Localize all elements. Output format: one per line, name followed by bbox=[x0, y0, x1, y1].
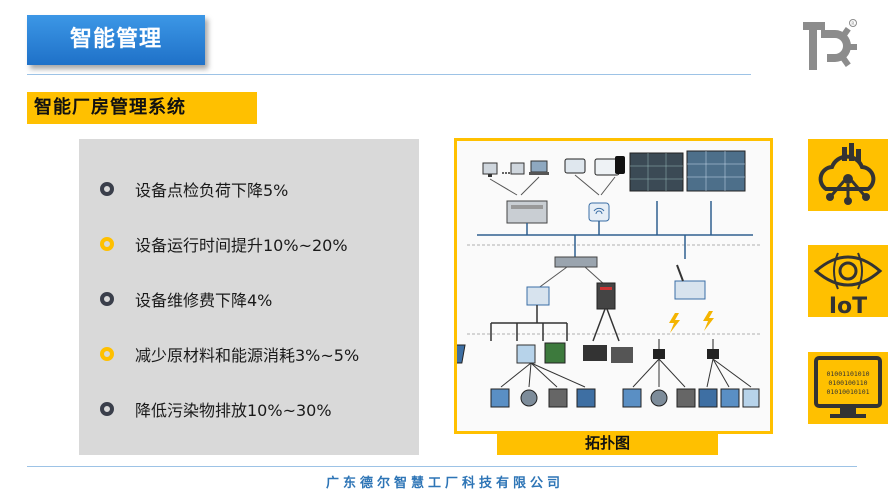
phone-icon bbox=[615, 156, 625, 174]
benefit-item: 降低污染物排放10%~30% bbox=[100, 397, 332, 421]
wireless-gateway-icon bbox=[674, 264, 706, 300]
benefit-item: 减少原材料和能源消耗3%~5% bbox=[100, 342, 359, 366]
iot-label: IoT bbox=[829, 294, 867, 317]
bullet-dot-icon bbox=[100, 347, 114, 361]
benefit-item: 设备运行时间提升10%~20% bbox=[100, 232, 348, 256]
topology-caption: 拓扑图 bbox=[497, 431, 718, 455]
iot-tile: IoT bbox=[808, 245, 888, 319]
bullet-dot-icon bbox=[100, 237, 114, 251]
benefit-item: 设备点检负荷下降5% bbox=[100, 177, 288, 201]
cloud-network-icon bbox=[818, 143, 876, 205]
header-divider bbox=[27, 74, 751, 75]
antenna-node-icon bbox=[653, 339, 719, 359]
network-switch-icon bbox=[554, 256, 598, 268]
wifi-ap-icon bbox=[588, 202, 610, 222]
server-icon bbox=[506, 200, 548, 224]
iot-eye-icon: IoT bbox=[813, 252, 883, 319]
lightning-icon bbox=[703, 311, 714, 331]
controller-icon bbox=[596, 282, 616, 310]
company-logo-icon: R bbox=[803, 19, 857, 70]
lightning-icon bbox=[669, 313, 680, 333]
monitor-icon bbox=[482, 162, 525, 177]
plc-icon bbox=[611, 347, 633, 363]
bullet-dot-icon bbox=[100, 402, 114, 416]
company-name: 广东德尔智慧工厂科技有限公司 bbox=[325, 476, 564, 491]
gateway-icon bbox=[526, 286, 550, 306]
data-monitor-tile: 01001101010 0100100110 01010010101 bbox=[808, 352, 888, 424]
benefit-item: 设备维修费下降4% bbox=[100, 287, 272, 311]
tablet-icon bbox=[564, 158, 586, 174]
binary-monitor-icon: 01001101010 0100100110 01010010101 bbox=[814, 356, 882, 418]
svg-text:R: R bbox=[851, 21, 854, 27]
sensor-icon bbox=[490, 388, 760, 408]
benefit-text: 设备运行时间提升10%~20% bbox=[135, 236, 348, 255]
section-subtitle: 智能厂房管理系统 bbox=[27, 92, 257, 124]
benefit-text: 设备点检负荷下降5% bbox=[135, 181, 289, 200]
topology-diagram bbox=[457, 150, 760, 408]
page-title: 智能管理 bbox=[27, 15, 205, 65]
cloud-network-tile bbox=[808, 139, 888, 211]
bullet-dot-icon bbox=[100, 292, 114, 306]
plc-icon bbox=[583, 345, 607, 361]
benefit-text: 降低污染物排放10%~30% bbox=[135, 401, 332, 420]
benefit-text: 减少原材料和能源消耗3%~5% bbox=[135, 346, 360, 365]
laptop-icon bbox=[530, 160, 548, 173]
binary-line: 0100100110 bbox=[828, 379, 867, 387]
video-wall-icon bbox=[629, 152, 684, 192]
io-module-icon bbox=[457, 342, 566, 364]
benefit-text: 设备维修费下降4% bbox=[135, 291, 273, 310]
footer-divider bbox=[27, 466, 857, 467]
bullet-dot-icon bbox=[100, 182, 114, 196]
binary-line: 01010010101 bbox=[826, 388, 869, 396]
video-wall-icon bbox=[686, 150, 746, 192]
binary-line: 01001101010 bbox=[826, 370, 869, 378]
benefits-panel bbox=[79, 139, 419, 455]
